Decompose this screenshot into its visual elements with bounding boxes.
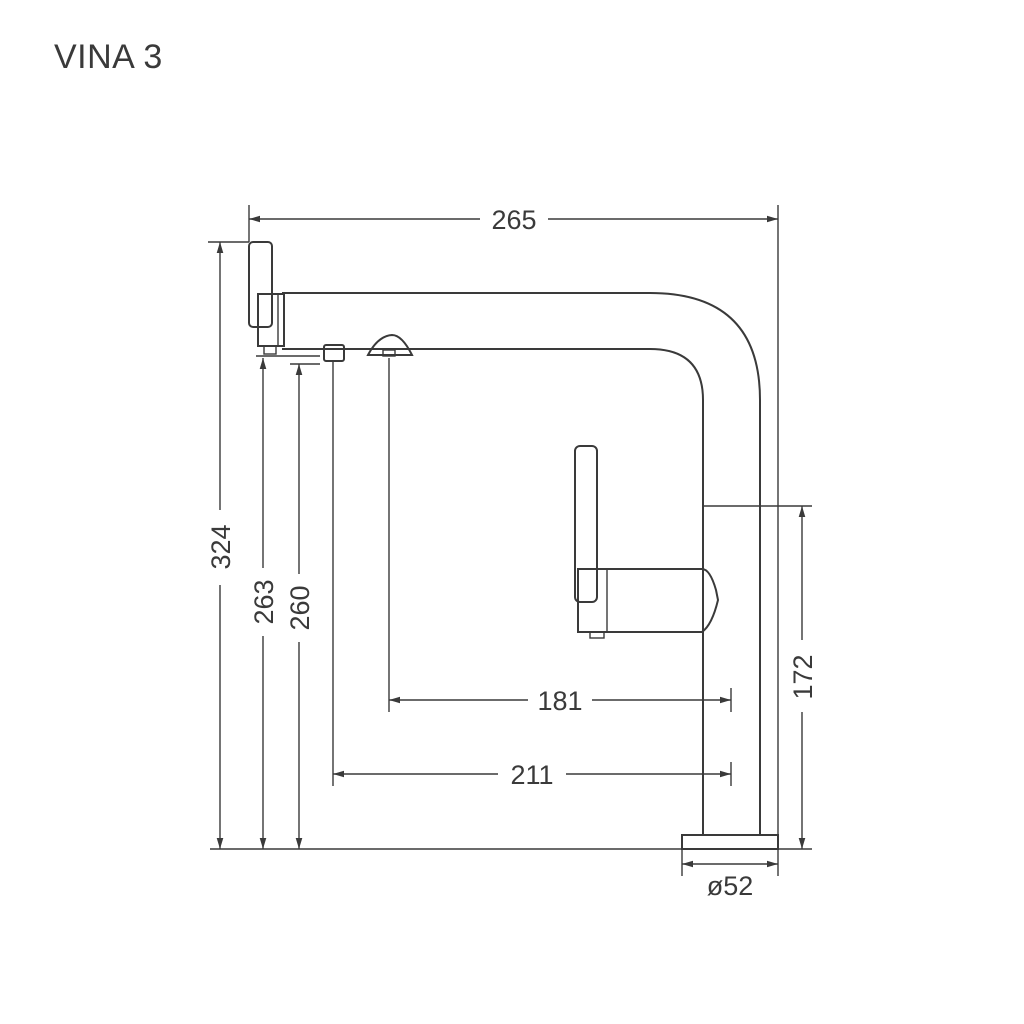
spray-outlet	[263, 345, 277, 355]
dimension-324: 324	[206, 241, 249, 849]
dimension-263: 263	[249, 358, 279, 849]
dim-label-265: 265	[491, 205, 536, 235]
lever-body	[577, 568, 720, 633]
dim-label-263: 263	[249, 579, 279, 624]
spray-head-handle	[248, 241, 273, 328]
spray-head	[248, 241, 320, 357]
dimension-211: 211	[332, 362, 732, 790]
dim-label-260: 260	[285, 585, 315, 630]
dim-label-181: 181	[537, 686, 582, 716]
dimension-260: 260	[285, 363, 320, 849]
dim-label-172: 172	[788, 654, 818, 699]
spout-inner-edge	[282, 348, 704, 835]
lever-stick	[574, 445, 598, 603]
dim-label-52: ø52	[707, 871, 754, 901]
dimension-265: 265	[248, 205, 779, 835]
spout-connector	[323, 344, 345, 362]
aerator	[366, 333, 414, 356]
dim-label-324: 324	[206, 524, 236, 569]
dimension-172: 172	[703, 505, 818, 849]
page-title: VINA 3	[54, 38, 163, 76]
dim-label-211: 211	[510, 760, 553, 790]
base-plate	[681, 834, 779, 850]
dimension-181: 181	[388, 358, 732, 716]
lever-handle	[574, 445, 720, 639]
dimension-52: ø52	[681, 849, 779, 901]
spout-outer-edge	[282, 292, 761, 835]
